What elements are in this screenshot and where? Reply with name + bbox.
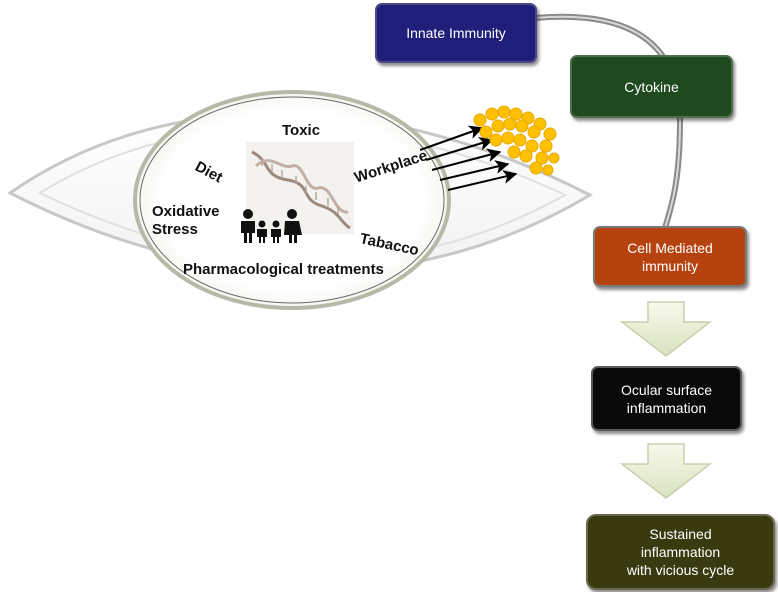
ocular-surface-inflammation-box: Ocular surface inflammation bbox=[591, 366, 742, 431]
exposure-arrows bbox=[419, 125, 518, 191]
factor-oxidative-line1: Oxidative bbox=[152, 203, 220, 220]
cytokine-box: Cytokine bbox=[570, 55, 733, 118]
irritant-particles-icon bbox=[473, 105, 560, 176]
sustained-inflammation-box: Sustained inflammation with vicious cycl… bbox=[586, 514, 775, 590]
innate-immunity-label: Innate Immunity bbox=[406, 25, 506, 41]
cell-mediated-label-line1: Cell Mediated bbox=[627, 239, 713, 256]
factor-toxic: Toxic bbox=[282, 122, 321, 139]
cytokine-label: Cytokine bbox=[624, 78, 679, 95]
sustained-label-line2: inflammation bbox=[640, 544, 721, 560]
down-arrow-icon-1 bbox=[619, 301, 713, 357]
ocular-label-line1: Ocular surface bbox=[620, 381, 713, 398]
innate-immunity-box: Innate Immunity bbox=[375, 3, 537, 63]
family-icon bbox=[241, 209, 302, 243]
dna-helix-icon bbox=[246, 142, 354, 234]
sustained-label-line3: with vicious cycle bbox=[626, 562, 735, 578]
ocular-label-line2: inflammation bbox=[626, 399, 707, 416]
down-arrow-icon-2 bbox=[619, 443, 713, 499]
sustained-label-line1: Sustained bbox=[649, 526, 712, 542]
factor-oxidative-line2: Stress bbox=[152, 221, 198, 238]
cell-mediated-immunity-box: Cell Mediated immunity bbox=[593, 226, 747, 287]
factor-oxidative-stress: Oxidative Stress bbox=[152, 203, 220, 239]
cell-mediated-label-line2: immunity bbox=[641, 257, 698, 274]
factor-pharmacological-treatments: Pharmacological treatments bbox=[183, 261, 384, 278]
